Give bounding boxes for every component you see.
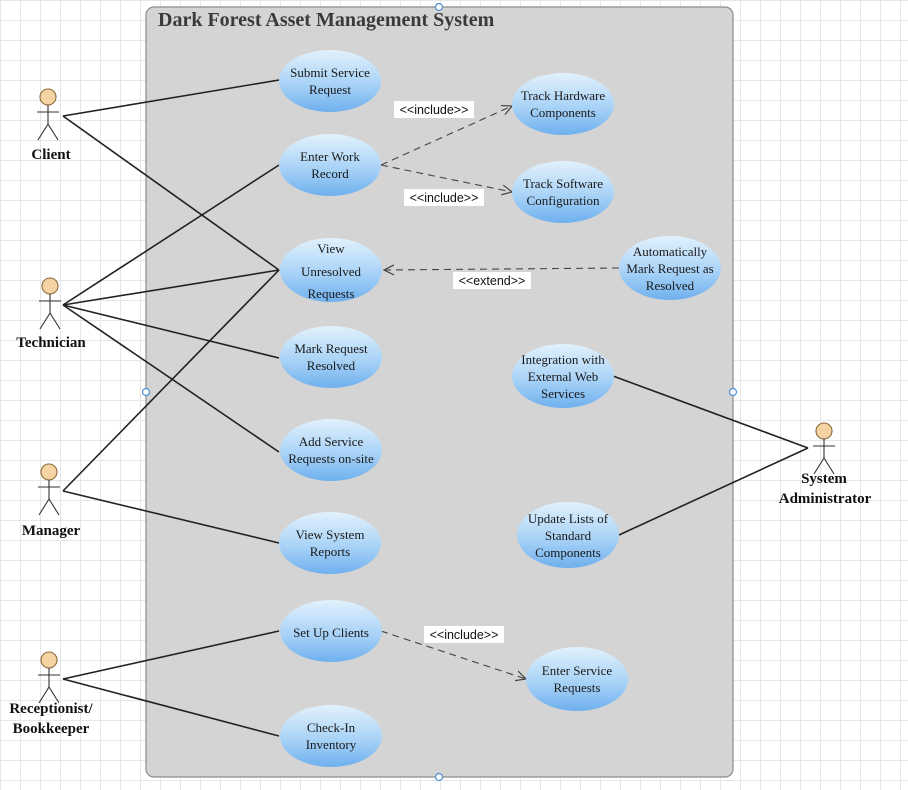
actor-technician-label: Technician (16, 335, 86, 351)
include-line-software (380, 164, 512, 192)
system-boundary[interactable] (145, 6, 734, 778)
resize-handle-top[interactable] (434, 2, 444, 12)
extend-line-auto-resolve (384, 268, 620, 270)
assoc-tech-view-unresolved (62, 269, 280, 306)
svg-text:<<include>>: <<include>> (410, 191, 479, 205)
actor-technician[interactable] (39, 277, 61, 330)
stereotype-label-include-software: <<include>> (404, 189, 484, 206)
system-title: Dark Forest Asset Management System (158, 9, 495, 31)
actor-manager-label: Manager (22, 523, 81, 539)
resize-handle-bottom[interactable] (434, 772, 444, 782)
assoc-manager-view-reports (62, 490, 280, 544)
svg-text:Set Up Clients: Set Up Clients (293, 625, 369, 640)
stereotype-label-include-hardware: <<include>> (394, 101, 474, 118)
association-lines (62, 79, 809, 737)
assoc-client-view-unresolved (62, 115, 280, 271)
assoc-client-submit (62, 79, 280, 117)
actor-head (39, 88, 57, 106)
actor-head (40, 651, 58, 669)
actor-client-label: Client (31, 147, 70, 163)
use-case-set-up-clients[interactable]: Set Up Clients (280, 600, 382, 662)
svg-text:<<include>>: <<include>> (400, 103, 469, 117)
stereotype-label-include-enter-service: <<include>> (424, 626, 504, 643)
assoc-sysadmin-integration (612, 375, 809, 449)
actor-head (815, 422, 833, 440)
actor-manager[interactable] (38, 463, 60, 516)
actor-head (40, 463, 58, 481)
assoc-tech-mark-resolved (62, 304, 280, 359)
assoc-manager-view-unresolved (62, 269, 280, 492)
actor-client[interactable] (37, 88, 59, 141)
actor-head (41, 277, 59, 295)
stereotype-label-extend: <<extend>> (453, 272, 531, 289)
actor-receptionist-bookkeeper[interactable] (38, 651, 60, 704)
dependency-lines (380, 106, 620, 679)
resize-handle-left[interactable] (141, 387, 151, 397)
assoc-tech-enter-work (62, 164, 280, 306)
include-line-enter-service (380, 630, 526, 679)
assoc-sysadmin-update-lists (618, 447, 809, 536)
assoc-recep-setup-clients (62, 630, 280, 680)
assoc-recep-check-in (62, 678, 280, 737)
svg-text:<<extend>>: <<extend>> (459, 274, 526, 288)
resize-handle-right[interactable] (728, 387, 738, 397)
svg-text:<<include>>: <<include>> (430, 628, 499, 642)
assoc-tech-add-service (62, 304, 280, 453)
actor-system-administrator[interactable] (813, 422, 835, 475)
actor-receptionist-label: Receptionist/Bookkeeper (9, 701, 93, 737)
